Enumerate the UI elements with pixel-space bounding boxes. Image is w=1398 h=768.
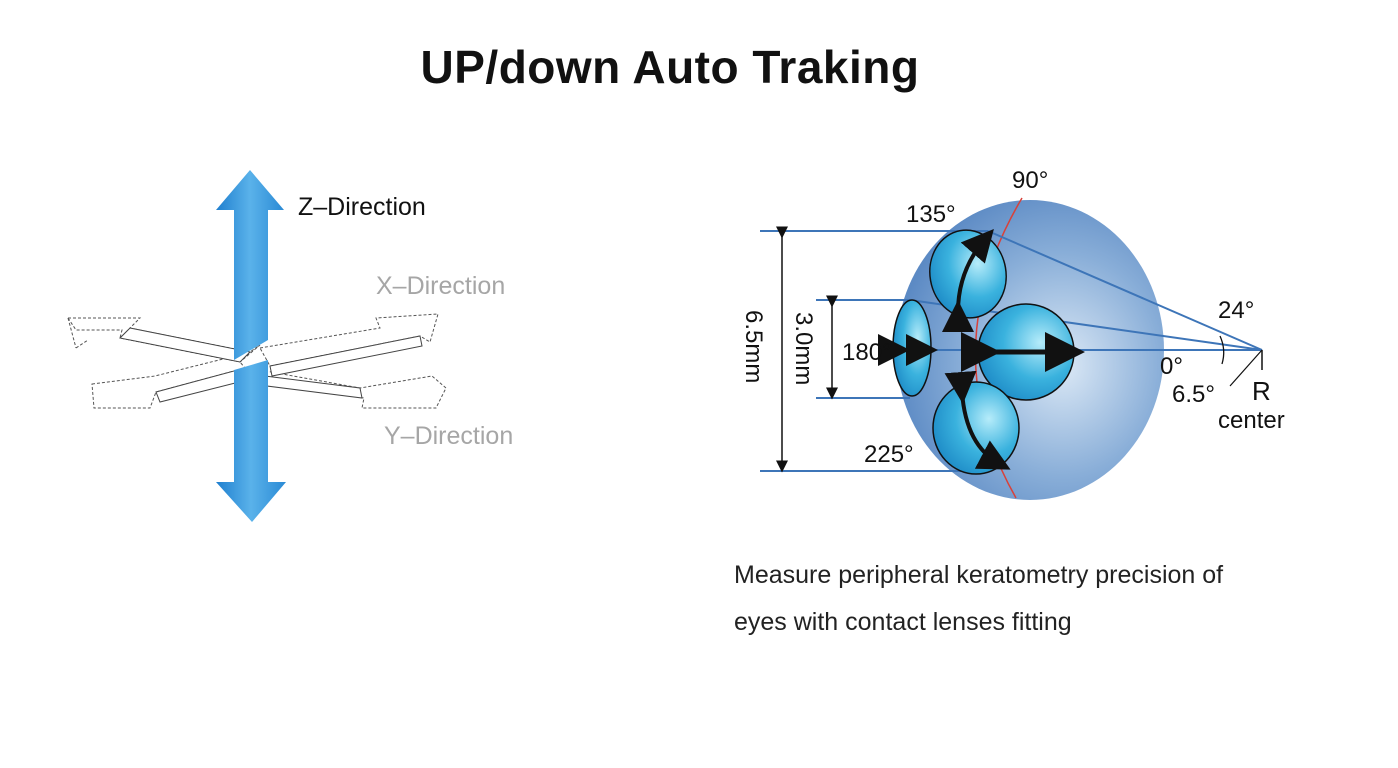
measurement-spot-135 [929, 228, 1007, 333]
direction-axes-diagram: Z–Direction X–Direction Y–Direction [67, 170, 513, 522]
dim-inner-label: 3.0mm [790, 312, 817, 385]
y-direction-label: Y–Direction [384, 422, 513, 450]
angle-24-label: 24° [1218, 297, 1254, 324]
angle-6-5-label: 6.5° [1172, 381, 1215, 408]
angle-90-label: 90° [1012, 167, 1048, 194]
caption-line-1: Measure peripheral keratometry precision… [734, 561, 1224, 589]
center-label: center [1218, 407, 1285, 434]
diagram-caption: Measure peripheral keratometry precision… [734, 552, 1334, 646]
page-title: UP/down Auto Traking [420, 41, 920, 93]
measurement-spot-225 [932, 370, 1020, 475]
x-direction-label: X–Direction [376, 272, 505, 300]
measurement-spot-180 [878, 299, 938, 397]
angle-0-label: 0° [1160, 353, 1183, 380]
center-marker [1219, 335, 1263, 387]
z-direction-label: Z–Direction [298, 193, 426, 221]
caption-line-2: eyes with contact lenses fitting [734, 608, 1072, 636]
angle-225-label: 225° [864, 441, 914, 468]
dim-outer-label: 6.5mm [740, 310, 767, 383]
angle-180-label: 180° [842, 339, 892, 366]
z-direction-arrow [216, 170, 286, 522]
radius-label: R [1252, 376, 1271, 406]
keratometry-diagram: 6.5mm 3.0mm 90° 135° 180° 225° 24° 0° 6.… [740, 167, 1285, 500]
angle-135-label: 135° [906, 201, 956, 228]
